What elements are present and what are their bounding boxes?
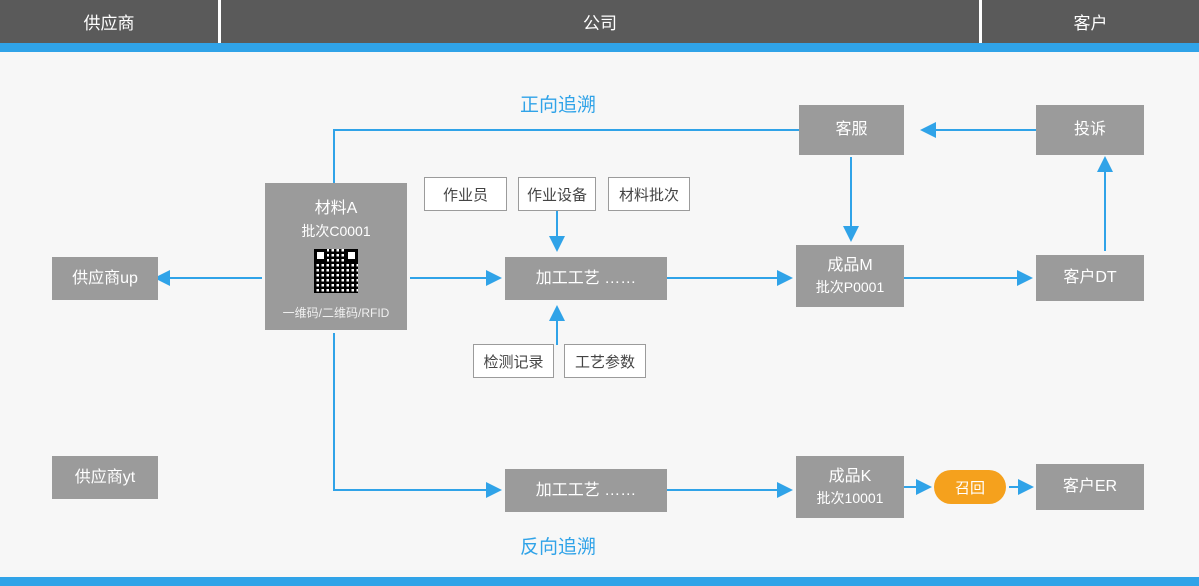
node-process-bottom-label: 加工工艺 ……	[535, 481, 637, 499]
caption-forward-trace: 正向追溯	[520, 95, 597, 116]
node-product-k-batch: 批次10001	[816, 490, 884, 507]
attr-inspection-record[interactable]: 检测记录	[473, 344, 554, 378]
node-supplier-up[interactable]: 供应商up	[52, 257, 158, 300]
node-product-k[interactable]: 成品K 批次10001	[796, 456, 904, 518]
accent-bar-top	[0, 43, 1199, 52]
node-supplier-yt[interactable]: 供应商yt	[52, 456, 158, 499]
node-customer-dt[interactable]: 客户DT	[1036, 255, 1144, 301]
caption-backward-trace: 反向追溯	[520, 537, 597, 558]
node-material-a[interactable]: 材料A 批次C0001 一维码/二维码/RFID	[265, 183, 407, 330]
header-bar: 供应商 公司 客户	[0, 0, 1199, 52]
node-customer-service-label: 客服	[835, 121, 868, 139]
attr-process-parameter-label: 工艺参数	[574, 353, 635, 371]
node-supplier-yt-label: 供应商yt	[74, 468, 136, 486]
attr-operator-label: 作业员	[442, 186, 488, 204]
attr-material-batch[interactable]: 材料批次	[608, 177, 690, 211]
header-column-supplier: 供应商	[0, 0, 218, 52]
qr-code-icon	[314, 249, 358, 293]
badge-recall-label: 召回	[954, 479, 985, 497]
header-column-customer-label: 客户	[1073, 14, 1108, 33]
header-column-company-label: 公司	[583, 14, 617, 33]
node-material-a-code-types: 一维码/二维码/RFID	[282, 306, 390, 320]
accent-bar-bottom	[0, 577, 1199, 586]
node-process-bottom[interactable]: 加工工艺 ……	[505, 469, 667, 512]
header-column-company: 公司	[221, 0, 979, 52]
node-customer-er[interactable]: 客户ER	[1036, 464, 1144, 510]
attr-process-parameter[interactable]: 工艺参数	[564, 344, 646, 378]
attr-equipment-label: 作业设备	[526, 186, 587, 204]
node-product-m-title: 成品M	[827, 257, 873, 275]
node-product-m-batch: 批次P0001	[815, 279, 885, 296]
node-supplier-up-label: 供应商up	[72, 269, 138, 287]
node-customer-service[interactable]: 客服	[799, 105, 904, 155]
node-product-k-title: 成品K	[828, 468, 872, 486]
badge-recall[interactable]: 召回	[934, 470, 1006, 504]
node-material-a-title: 材料A	[314, 200, 358, 217]
node-complaint-label: 投诉	[1073, 121, 1106, 139]
header-column-customer: 客户	[982, 0, 1199, 52]
node-process-top[interactable]: 加工工艺 ……	[505, 257, 667, 300]
header-column-supplier-label: 供应商	[83, 14, 135, 33]
attr-operator[interactable]: 作业员	[424, 177, 507, 211]
node-material-a-batch: 批次C0001	[301, 223, 371, 239]
node-customer-er-label: 客户ER	[1062, 478, 1118, 496]
node-complaint[interactable]: 投诉	[1036, 105, 1144, 155]
attr-equipment[interactable]: 作业设备	[518, 177, 596, 211]
attr-material-batch-label: 材料批次	[618, 186, 679, 204]
node-product-m[interactable]: 成品M 批次P0001	[796, 245, 904, 307]
node-customer-dt-label: 客户DT	[1063, 269, 1117, 287]
attr-inspection-record-label: 检测记录	[483, 353, 544, 371]
node-process-top-label: 加工工艺 ……	[535, 269, 637, 287]
